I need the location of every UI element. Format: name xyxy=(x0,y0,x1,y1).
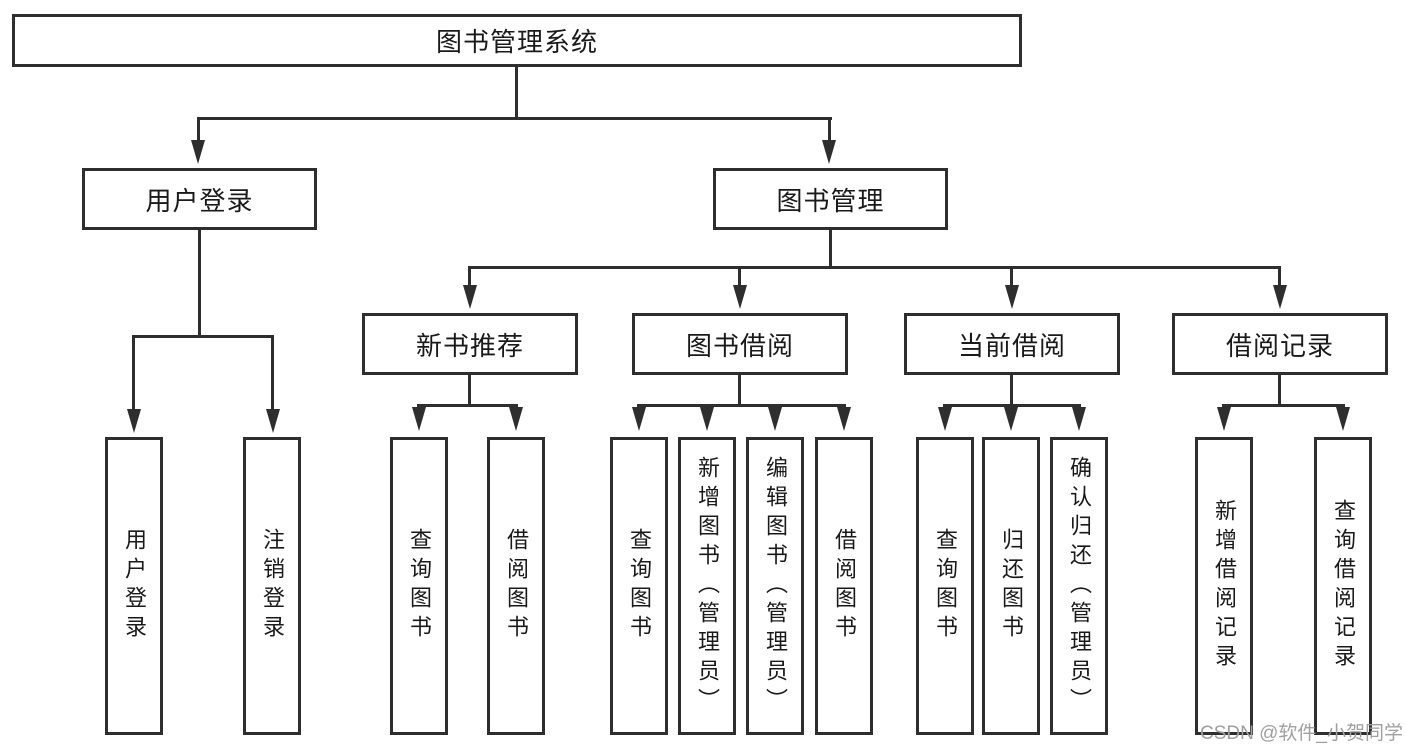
node-user-login: 用户登录 xyxy=(82,168,317,230)
leaf-query-books-borrowing-label: 查询图书 xyxy=(627,528,652,644)
connector-user-login-drop-1 xyxy=(132,335,135,409)
arrow-down-marker xyxy=(412,407,426,431)
node-root-label: 图书管理系统 xyxy=(435,27,598,57)
leaf-add-borrow-record: 新增借阅记录 xyxy=(1195,437,1253,735)
leaf-borrow-books-borrowing: 借阅图书 xyxy=(815,437,873,735)
connector-book-management-stem xyxy=(829,230,832,266)
arrow-down-marker xyxy=(509,407,523,431)
node-book-management: 图书管理 xyxy=(713,168,948,230)
connector-book-management-drop-1 xyxy=(468,266,471,285)
connector-root-drop-right xyxy=(828,117,831,141)
node-current-borrowing: 当前借阅 xyxy=(904,313,1120,375)
leaf-query-books-current: 查询图书 xyxy=(916,437,974,735)
leaf-add-books-admin: 新增图书（管理员） xyxy=(678,437,736,735)
node-current-borrowing-label: 当前借阅 xyxy=(957,330,1066,361)
arrow-down-marker xyxy=(463,285,477,309)
connector-borrowing-records-branch xyxy=(1222,404,1345,407)
arrow-down-marker xyxy=(1005,285,1019,309)
arrow-down-marker xyxy=(127,409,141,433)
leaf-query-borrow-record-label: 查询借阅记录 xyxy=(1331,499,1356,673)
leaf-query-books-recommend: 查询图书 xyxy=(390,437,448,735)
leaf-edit-books-admin: 编辑图书（管理员） xyxy=(746,437,804,735)
leaf-borrow-books-recommend: 借阅图书 xyxy=(487,437,545,735)
connector-user-login-branch xyxy=(132,335,274,338)
arrow-down-marker xyxy=(191,140,205,164)
arrow-down-marker xyxy=(1072,407,1086,431)
node-root: 图书管理系统 xyxy=(12,14,1022,67)
arrow-down-marker xyxy=(768,407,782,431)
connector-root-drop-left xyxy=(197,117,200,141)
connector-user-login-drop-2 xyxy=(271,335,274,409)
arrow-down-marker xyxy=(700,407,714,431)
node-new-book-recommend: 新书推荐 xyxy=(362,313,578,375)
arrow-down-marker xyxy=(822,140,836,164)
arrow-down-marker xyxy=(733,285,747,309)
arrow-down-marker xyxy=(1217,407,1231,431)
connector-root-stem xyxy=(515,67,518,118)
leaf-user-login-label: 用户登录 xyxy=(122,528,147,644)
leaf-confirm-return-admin: 确认归还（管理员） xyxy=(1050,437,1108,735)
node-borrowing-records-label: 借阅记录 xyxy=(1225,330,1334,361)
leaf-logout: 注销登录 xyxy=(243,437,301,735)
arrow-down-marker xyxy=(1336,407,1350,431)
connector-book-management-drop-2 xyxy=(738,266,741,285)
leaf-add-borrow-record-label: 新增借阅记录 xyxy=(1212,499,1237,673)
leaf-add-books-admin-label: 新增图书（管理员） xyxy=(695,455,720,717)
leaf-query-books-borrowing: 查询图书 xyxy=(610,437,668,735)
leaf-user-login: 用户登录 xyxy=(105,437,163,735)
connector-new-book-stem xyxy=(468,375,471,404)
leaf-return-books-label: 归还图书 xyxy=(999,528,1024,644)
connector-book-management-drop-4 xyxy=(1278,266,1281,285)
connector-book-borrowing-stem xyxy=(738,375,741,404)
connector-borrowing-records-stem xyxy=(1278,375,1281,404)
node-book-management-label: 图书管理 xyxy=(776,185,885,216)
leaf-query-books-current-label: 查询图书 xyxy=(933,528,958,644)
connector-root-branch xyxy=(198,117,832,120)
leaf-query-books-recommend-label: 查询图书 xyxy=(407,528,432,644)
arrow-down-marker xyxy=(266,409,280,433)
node-borrowing-records: 借阅记录 xyxy=(1172,313,1388,375)
leaf-query-borrow-record: 查询借阅记录 xyxy=(1314,437,1372,735)
arrow-down-marker xyxy=(1004,407,1018,431)
leaf-borrow-books-borrowing-label: 借阅图书 xyxy=(832,528,857,644)
leaf-confirm-return-admin-label: 确认归还（管理员） xyxy=(1067,455,1092,717)
connector-current-borrowing-branch xyxy=(943,404,1081,407)
leaf-borrow-books-recommend-label: 借阅图书 xyxy=(504,528,529,644)
connector-book-borrowing-branch xyxy=(637,404,846,407)
node-new-book-recommend-label: 新书推荐 xyxy=(415,330,524,361)
connector-book-management-branch xyxy=(468,266,1281,269)
leaf-logout-label: 注销登录 xyxy=(260,528,285,644)
node-user-login-label: 用户登录 xyxy=(145,185,254,216)
arrow-down-marker xyxy=(938,407,952,431)
leaf-return-books: 归还图书 xyxy=(982,437,1040,735)
node-book-borrowing: 图书借阅 xyxy=(632,313,848,375)
node-book-borrowing-label: 图书借阅 xyxy=(685,330,794,361)
watermark: CSDN @软件_小贺同学 xyxy=(1200,723,1403,744)
arrow-down-marker xyxy=(1273,285,1287,309)
connector-new-book-branch xyxy=(417,404,518,407)
leaf-edit-books-admin-label: 编辑图书（管理员） xyxy=(763,455,788,717)
connector-user-login-stem xyxy=(198,230,201,336)
arrow-down-marker xyxy=(837,407,851,431)
arrow-down-marker xyxy=(632,407,646,431)
connector-current-borrowing-stem xyxy=(1010,375,1013,404)
connector-book-management-drop-3 xyxy=(1010,266,1013,285)
